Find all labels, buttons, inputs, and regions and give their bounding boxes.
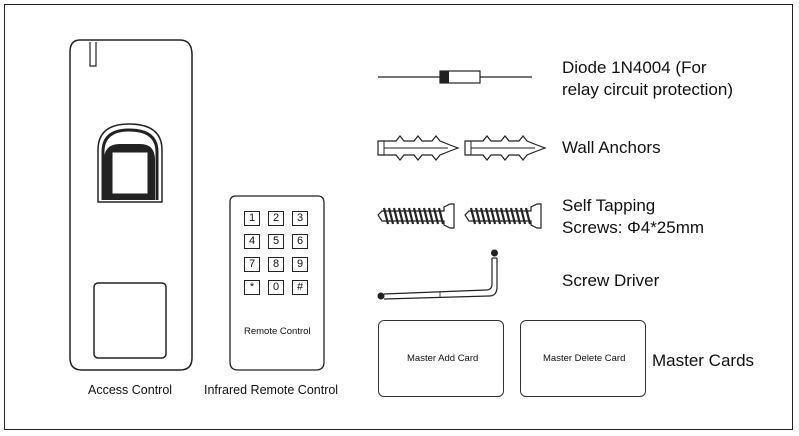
remote-key: * xyxy=(244,280,260,295)
remote-key: 9 xyxy=(292,257,308,272)
fingerprint-sensor xyxy=(97,123,163,203)
remote-key: 8 xyxy=(268,257,284,272)
remote-key: 4 xyxy=(244,234,260,249)
diode-label-line1: Diode 1N4004 (For xyxy=(562,58,707,77)
access-control-label: Access Control xyxy=(88,383,173,397)
diode-label-line2: relay circuit protection) xyxy=(562,80,734,99)
screws-label-line1: Self Tapping xyxy=(562,196,656,215)
remote-key: 5 xyxy=(268,234,284,249)
diagram-frame xyxy=(4,4,793,430)
remote-key: 2 xyxy=(268,211,284,226)
master-delete-card-label: Master Delete Card xyxy=(543,353,626,364)
master-add-card: Master Add Card xyxy=(378,320,504,397)
screws-label-line2: Screws: Φ4*25mm xyxy=(562,218,705,237)
wall-anchors-label: Wall Anchors xyxy=(562,138,661,157)
master-add-card-label: Master Add Card xyxy=(407,353,479,364)
master-delete-card: Master Delete Card xyxy=(520,320,646,397)
remote-key: 7 xyxy=(244,257,260,272)
remote-key: 1 xyxy=(244,211,260,226)
remote-key: 6 xyxy=(292,234,308,249)
remote-key: 3 xyxy=(292,211,308,226)
remote-caption: Remote Control xyxy=(244,326,311,337)
master-cards-label: Master Cards xyxy=(652,351,755,370)
infrared-remote-label: Infrared Remote Control xyxy=(204,383,339,397)
screw-driver-label: Screw Driver xyxy=(562,271,660,290)
remote-key: 0 xyxy=(268,280,284,295)
remote-key: # xyxy=(292,280,308,295)
card-reader-area xyxy=(93,282,167,359)
